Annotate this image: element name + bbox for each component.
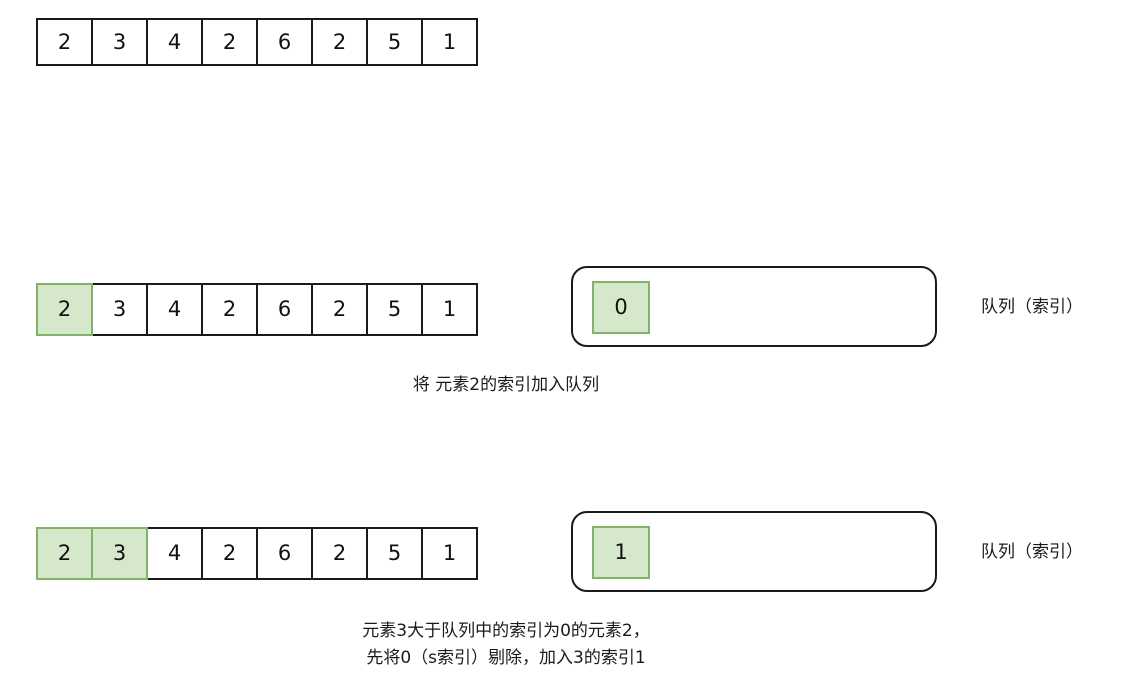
array-initial: 2 3 4 2 6 2 5 1 (36, 18, 478, 66)
array-cell: 2 (311, 283, 368, 336)
caption-step-2-line-2: 先将0（s索引）剔除，加入3的索引1 (366, 648, 646, 668)
array-cell: 6 (256, 18, 313, 66)
array-cell: 5 (366, 18, 423, 66)
array-cell: 3 (91, 283, 148, 336)
array-cell: 1 (421, 527, 478, 580)
array-cell-highlighted: 3 (91, 527, 148, 580)
array-cell: 2 (201, 18, 258, 66)
array-step-1: 2 3 4 2 6 2 5 1 (36, 283, 478, 336)
array-cell-highlighted: 2 (36, 527, 93, 580)
array-cell: 6 (256, 283, 313, 336)
array-cell: 4 (146, 283, 203, 336)
queue-step-1: 0 (571, 266, 937, 347)
array-cell: 3 (91, 18, 148, 66)
array-cell: 5 (366, 283, 423, 336)
array-cell: 4 (146, 527, 203, 580)
array-cell: 4 (146, 18, 203, 66)
array-step-2: 2 3 4 2 6 2 5 1 (36, 527, 478, 580)
array-cell: 2 (36, 18, 93, 66)
queue-label-2: 队列（索引） (981, 542, 1083, 562)
array-cell: 2 (201, 527, 258, 580)
array-cell: 2 (311, 18, 368, 66)
queue-step-2: 1 (571, 511, 937, 592)
queue-item: 0 (592, 281, 650, 334)
array-cell: 5 (366, 527, 423, 580)
array-cell: 1 (421, 283, 478, 336)
caption-step-2-line-1: 元素3大于队列中的索引为0的元素2， (362, 621, 650, 641)
array-cell: 6 (256, 527, 313, 580)
array-cell-highlighted: 2 (36, 283, 93, 336)
array-cell: 2 (311, 527, 368, 580)
array-cell: 1 (421, 18, 478, 66)
array-cell: 2 (201, 283, 258, 336)
queue-item: 1 (592, 526, 650, 579)
caption-step-1: 将 元素2的索引加入队列 (412, 375, 600, 395)
queue-label-1: 队列（索引） (981, 297, 1083, 317)
